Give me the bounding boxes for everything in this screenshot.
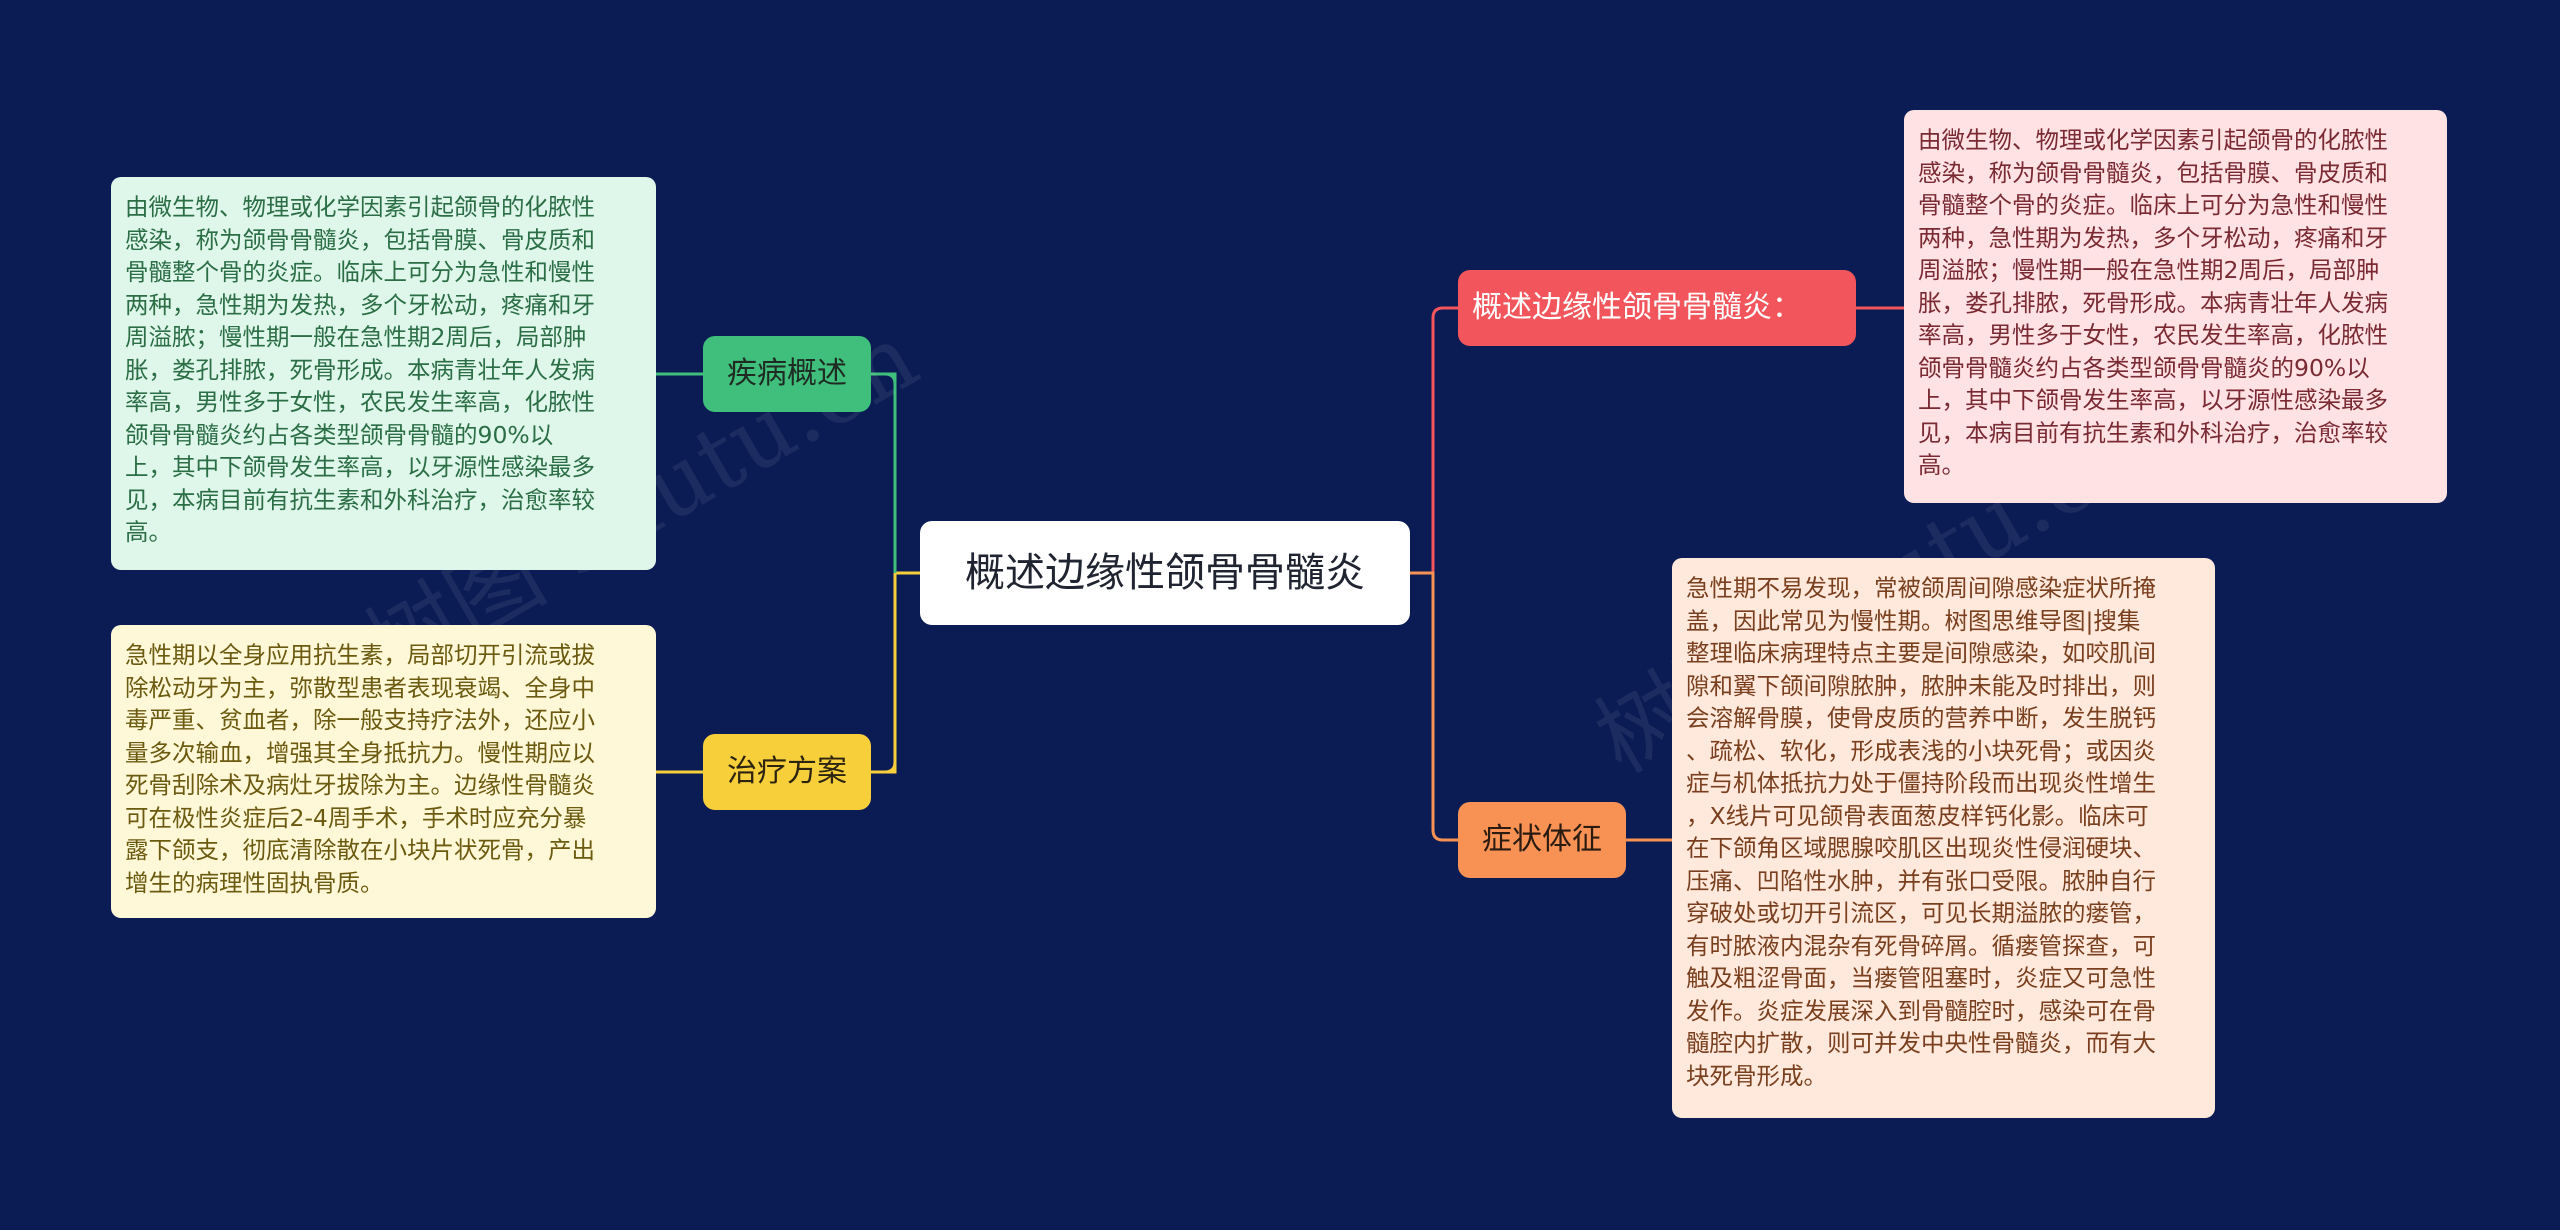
branch-intro[interactable]: 概述边缘性颌骨骨髓炎： — [1458, 270, 1856, 346]
branch-treatment-plan[interactable]: 治疗方案 — [703, 734, 871, 810]
leaf-treatment-text[interactable]: 急性期以全身应用抗生素，局部切开引流或拔 除松动牙为主，弥散型患者表现衰竭、全身… — [111, 625, 656, 918]
link-center-treatment-arc — [871, 573, 897, 774]
central-topic[interactable]: 概述边缘性颌骨骨髓炎 — [920, 521, 1410, 625]
branch-disease-overview[interactable]: 疾病概述 — [703, 336, 871, 412]
link-center-symptoms — [1410, 571, 1458, 842]
link-center-overview-arc — [871, 372, 897, 573]
branch-symptoms[interactable]: 症状体征 — [1458, 802, 1626, 878]
link-center-intro — [1410, 306, 1458, 575]
leaf-intro-text[interactable]: 由微生物、物理或化学因素引起颌骨的化脓性 感染，称为颌骨骨髓炎，包括骨膜、骨皮质… — [1904, 110, 2447, 503]
leaf-symptoms-text[interactable]: 急性期不易发现，常被颌周间隙感染症状所掩 盖，因此常见为慢性期。树图思维导图|搜… — [1672, 558, 2215, 1118]
leaf-disease-overview-text[interactable]: 由微生物、物理或化学因素引起颌骨的化脓性 感染，称为颌骨骨髓炎，包括骨膜、骨皮质… — [111, 177, 656, 570]
